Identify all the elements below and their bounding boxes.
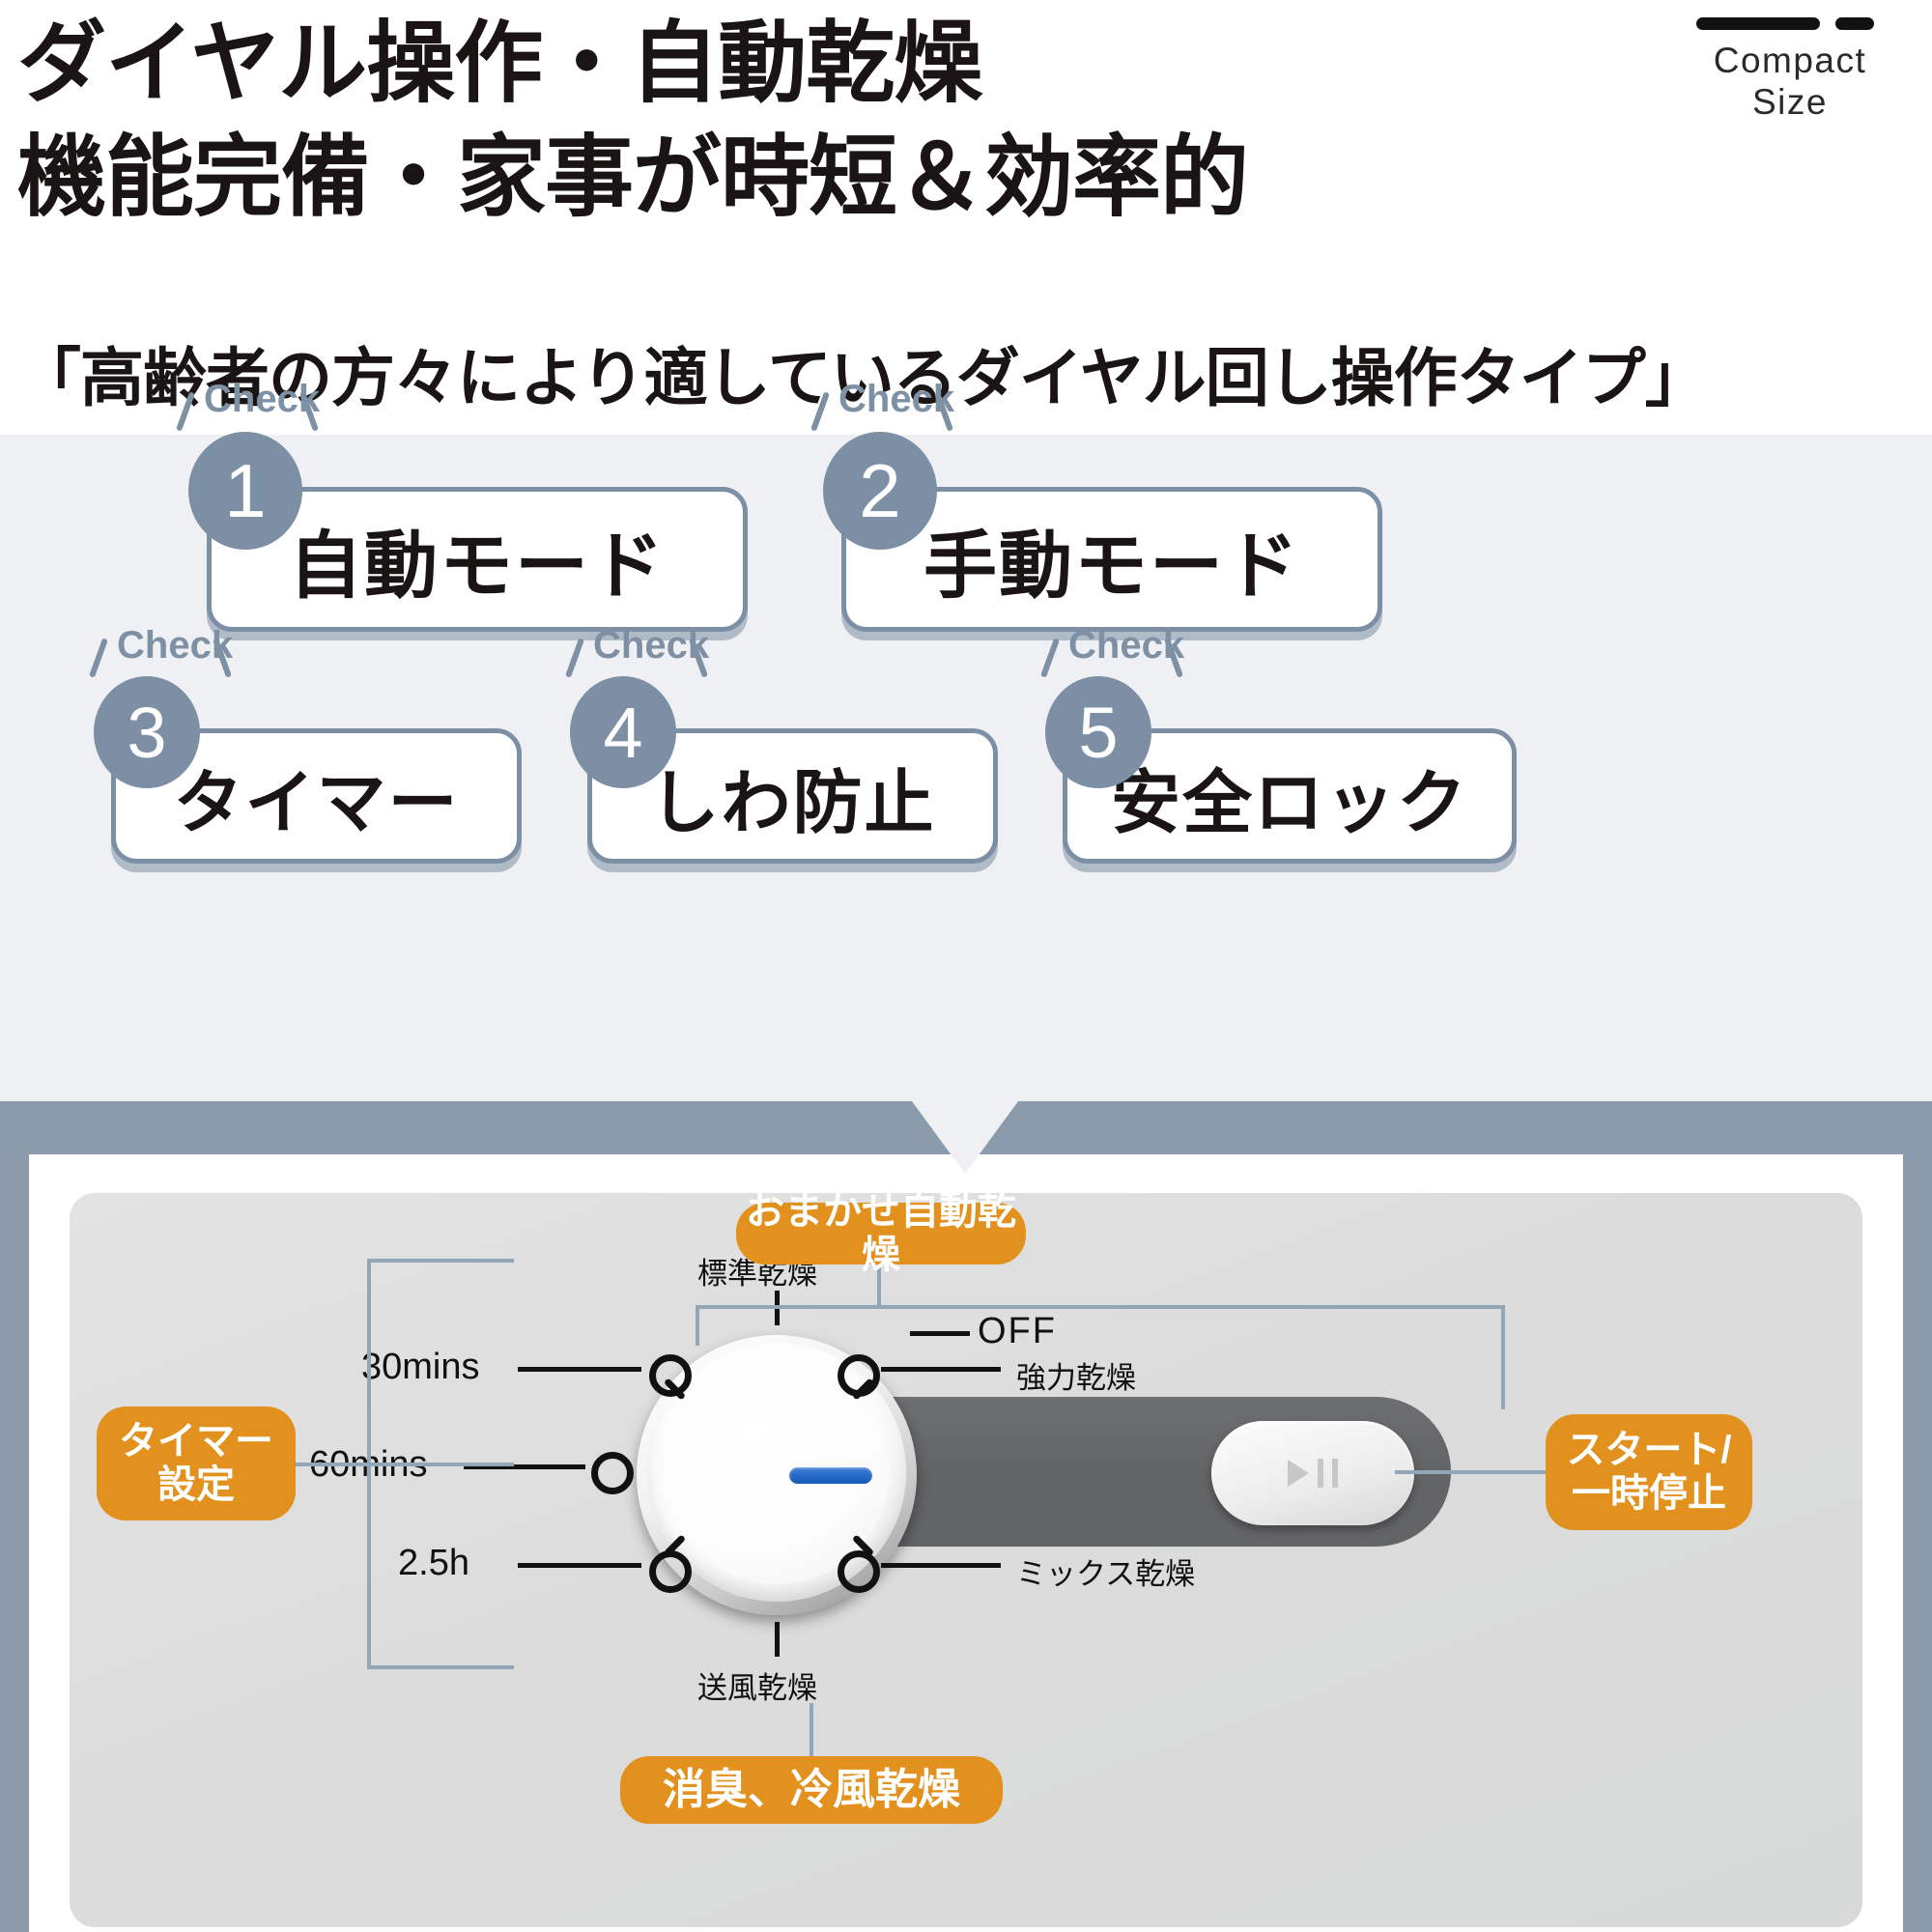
dial-label-off: OFF: [978, 1311, 1057, 1351]
check-label-2: Check: [838, 378, 955, 420]
callout-deodorize: 消臭、冷風乾燥: [620, 1756, 1003, 1824]
check-number-5: 5: [1045, 676, 1151, 788]
leader-2-5h: [518, 1563, 641, 1568]
callout-timer-line-2: 設定: [157, 1463, 235, 1506]
compact-badge-line-1: Compact: [1713, 41, 1867, 80]
check-number-3: 3: [94, 676, 200, 788]
start-pause-button[interactable]: [1211, 1421, 1414, 1525]
feature-card-1-label: 自動モード: [289, 526, 666, 608]
feature-card-5[interactable]: 安全ロック: [1063, 728, 1517, 864]
down-arrow-icon: [912, 1101, 1018, 1174]
marker-mix: [838, 1550, 880, 1593]
leader-mix: [881, 1563, 1001, 1568]
feature-card-3-label: タイマー: [173, 764, 460, 842]
dial-label-air: 送風乾燥: [697, 1671, 817, 1705]
dial-label-30mins: 30mins: [361, 1347, 480, 1387]
marker-60mins: [591, 1452, 634, 1494]
pause-icon: [1318, 1459, 1323, 1488]
feature-card-4-label: しわ防止: [649, 764, 936, 842]
callout-auto-dry: おまかせ自動乾燥: [736, 1193, 1026, 1276]
callout-auto-dry-label: おまかせ自動乾燥: [746, 1193, 1016, 1276]
check-number-4: 4: [570, 676, 676, 788]
callout-start-pause: スタート/ 一時停止: [1546, 1414, 1752, 1530]
compact-badge-line-2: Size: [1752, 81, 1828, 122]
dial-pointer-indicator: [789, 1467, 872, 1484]
control-panel-photo: 標準乾燥 強力乾燥 OFF ミックス乾燥 送風乾燥 30mins 60mins …: [70, 1193, 1862, 1927]
play-icon: [1288, 1460, 1309, 1487]
leader-power: [881, 1367, 1001, 1372]
dial-label-mix: ミックス乾燥: [1016, 1557, 1196, 1591]
leader-30mins: [518, 1367, 641, 1372]
marker-2-5h: [649, 1550, 692, 1593]
callout-timer: タイマー 設定: [97, 1406, 296, 1520]
hero-section: ダイヤル操作・自動乾燥 機能完備・家事が時短＆効率的 「高齢者の方々により適して…: [0, 0, 1932, 435]
leader-air: [775, 1622, 780, 1657]
dial-label-2-5h: 2.5h: [398, 1543, 469, 1583]
leader-off: [910, 1331, 970, 1336]
check-number-2: 2: [823, 432, 937, 550]
callout-deodorize-label: 消臭、冷風乾燥: [663, 1766, 960, 1814]
compact-size-badge: Compact Size: [1669, 8, 1911, 124]
leader-60mins: [464, 1464, 585, 1469]
check-features-section: Check 1 自動モード Check 2 手動モード Chec: [0, 378, 1932, 1101]
callout-timer-line-1: タイマー: [119, 1420, 273, 1463]
feature-card-5-label: 安全ロック: [1110, 764, 1468, 842]
marker-30mins: [649, 1354, 692, 1397]
callout-start-line-1: スタート/: [1566, 1429, 1732, 1472]
callout-start-line-2: 一時停止: [1572, 1472, 1726, 1515]
dash-dot-icon: [1669, 8, 1911, 41]
headline-line-2: 機能完備・家事が時短＆効率的: [17, 128, 1249, 227]
feature-card-1[interactable]: 自動モード: [207, 487, 748, 632]
check-label-3: Check: [117, 624, 234, 667]
headline-line-1: ダイヤル操作・自動乾燥: [17, 14, 982, 113]
feature-card-2-label: 手動モード: [923, 526, 1300, 608]
subheadline: 「高齢者の方々により適しているダイヤル回し操作タイプ」: [17, 342, 1709, 413]
check-number-1: 1: [188, 432, 302, 550]
page-title: ダイヤル操作・自動乾燥 機能完備・家事が時短＆効率的: [17, 8, 1621, 236]
dial-label-power: 強力乾燥: [1016, 1361, 1136, 1395]
check-label-1: Check: [204, 378, 321, 420]
